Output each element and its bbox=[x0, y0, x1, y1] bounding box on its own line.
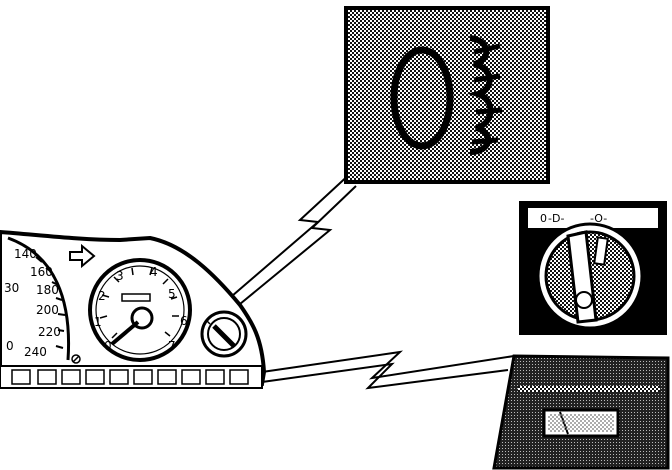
tach-tick-7: 7 bbox=[168, 339, 176, 353]
switch-row bbox=[11, 369, 249, 385]
speed-tick-240: 240 bbox=[24, 345, 47, 359]
speed-tick-180: 180 bbox=[36, 283, 59, 297]
switch-pos-headlight: -O- bbox=[590, 212, 607, 225]
switch-pos-0: 0 bbox=[540, 212, 547, 225]
speed-tick-220: 220 bbox=[38, 325, 61, 339]
light-switch-inset: 0 -D- -O- bbox=[519, 201, 667, 335]
headlight-indicator-inset bbox=[344, 6, 550, 184]
tach-tick-2: 2 bbox=[98, 289, 106, 303]
speed-tick-partial-2: 0 bbox=[6, 339, 14, 353]
callout-line-headlight bbox=[231, 171, 357, 305]
turn-signal-arrow-icon bbox=[69, 243, 96, 269]
tach-tick-4: 4 bbox=[150, 265, 158, 279]
tach-tick-0: 0 bbox=[104, 339, 112, 353]
headlight-icon bbox=[390, 35, 503, 155]
tachometer: 0 1 2 3 4 5 6 7 bbox=[88, 258, 192, 362]
tach-tick-5: 5 bbox=[168, 287, 176, 301]
speed-tick-partial: 30 bbox=[4, 281, 19, 295]
cluster-light-switch bbox=[200, 310, 248, 358]
callout-line-switch bbox=[261, 350, 515, 390]
tach-tick-3: 3 bbox=[116, 269, 124, 283]
tach-tick-1: 1 bbox=[94, 315, 102, 329]
speedometer: 140 160 180 200 220 240 30 0 bbox=[4, 236, 71, 361]
switch-blank-inset bbox=[492, 354, 670, 470]
speed-tick-200: 200 bbox=[36, 303, 59, 317]
speed-tick-160: 160 bbox=[30, 265, 53, 279]
switch-pos-parking: -D- bbox=[548, 212, 564, 225]
speed-tick-140: 140 bbox=[14, 247, 37, 261]
tach-tick-6: 6 bbox=[180, 314, 188, 328]
fuel-icon bbox=[71, 354, 81, 364]
